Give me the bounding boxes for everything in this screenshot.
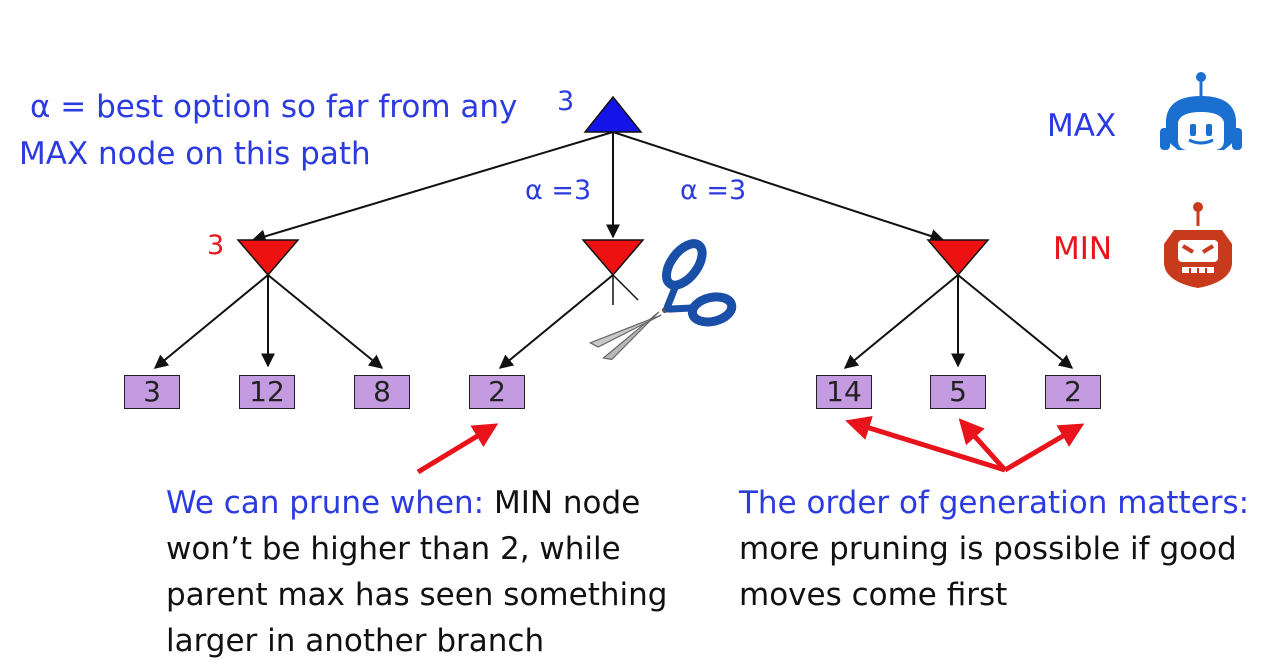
order-note-line3: moves come first [739, 577, 1008, 613]
order-arrow-2 [958, 418, 1007, 472]
alpha-label-middle: α =3 [525, 175, 592, 206]
leaf-left-1: 3 [124, 375, 180, 409]
min-node-right [926, 239, 990, 277]
scissors-icon [588, 239, 737, 361]
prune-note-highlight: We can prune when: [166, 485, 485, 521]
prune-note-line2: won’t be higher than 2, while [166, 531, 621, 567]
prune-pointer-arrow [416, 423, 499, 475]
order-arrow-3 [1003, 423, 1085, 473]
legend-min-label: MIN [1053, 231, 1113, 267]
alpha-label-right: α =3 [680, 175, 747, 206]
leaf-right-2: 5 [930, 375, 986, 409]
leaf-right-1: 14 [816, 375, 872, 409]
order-note-line1: The order of generation matters: [739, 485, 1250, 521]
edge-left-leaf3 [267, 274, 384, 369]
min-node-left [236, 239, 300, 277]
prune-note-line4: larger in another branch [166, 623, 545, 659]
edge-right-leaf1 [843, 274, 959, 369]
legend-max-label: MAX [1047, 108, 1117, 144]
leaf-middle-1: 2 [469, 375, 525, 409]
root-value: 3 [557, 86, 575, 117]
edge-right-leaf3 [957, 274, 1074, 369]
edge-root-right [612, 131, 945, 243]
pruned-stub-2 [612, 274, 639, 301]
max-robot-icon [1160, 72, 1242, 150]
alpha-definition-line2: MAX node on this path [19, 136, 371, 172]
min-node-middle [581, 239, 645, 277]
leaf-left-3: 8 [354, 375, 410, 409]
left-min-value: 3 [207, 230, 225, 261]
leaf-right-3: 2 [1045, 375, 1101, 409]
leaf-left-2: 12 [239, 375, 295, 409]
order-arrow-1 [845, 415, 1006, 473]
prune-note-line3: parent max has seen something [166, 577, 668, 613]
order-note: The order of generation matters: more pr… [739, 480, 1249, 618]
min-robot-icon [1164, 202, 1232, 288]
alpha-definition-line1: α = best option so far from any [30, 89, 518, 125]
prune-note-line1-rest: MIN node [484, 485, 641, 521]
prune-note: We can prune when: MIN node won’t be hig… [166, 480, 667, 664]
edge-left-leaf1 [153, 274, 269, 369]
edge-middle-leaf1 [498, 274, 614, 369]
order-note-line2: more pruning is possible if good [739, 531, 1237, 567]
max-root-node [583, 95, 643, 133]
edge-root-left [251, 131, 614, 244]
